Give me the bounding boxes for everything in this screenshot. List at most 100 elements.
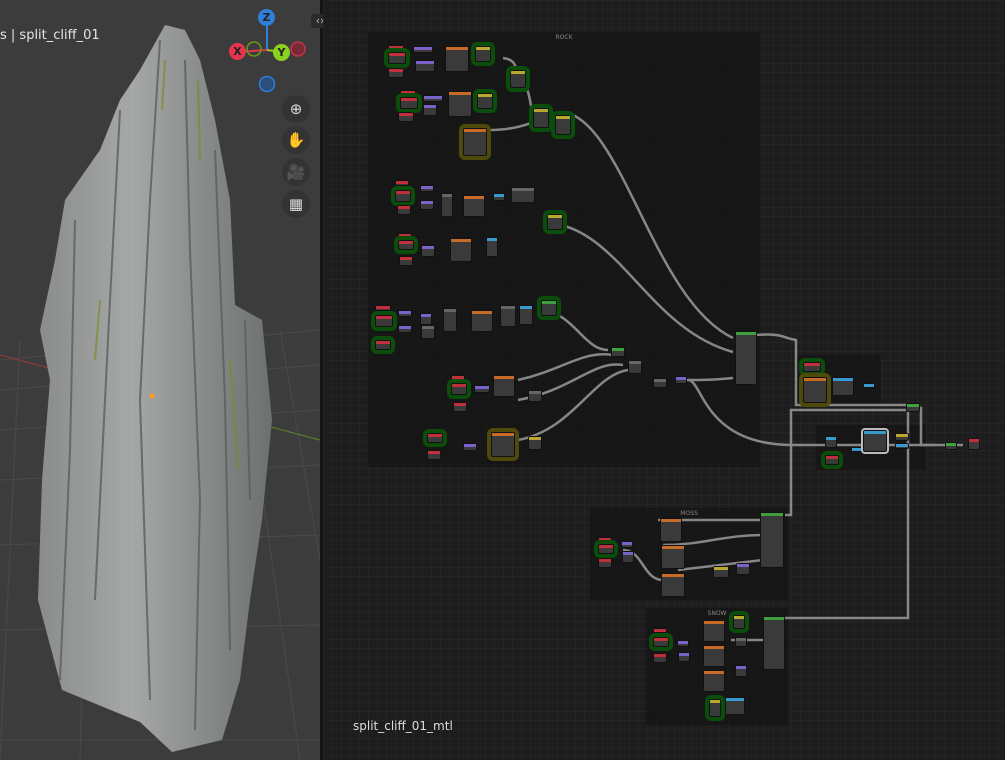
node-header[interactable] [501, 306, 515, 309]
node-header[interactable] [734, 616, 744, 619]
shader-node[interactable] [388, 45, 404, 51]
node-header[interactable] [464, 444, 476, 447]
shader-node[interactable] [705, 695, 725, 721]
node-header[interactable] [612, 348, 624, 351]
shader-node[interactable] [423, 429, 447, 447]
node-header[interactable] [511, 71, 525, 74]
shader-node[interactable] [622, 551, 634, 563]
shader-node[interactable] [445, 46, 469, 72]
shader-node[interactable] [394, 236, 418, 254]
shader-node[interactable] [725, 697, 745, 715]
node-header[interactable] [704, 621, 724, 624]
shader-node[interactable] [471, 42, 495, 66]
shader-node[interactable] [598, 558, 612, 568]
node-header[interactable] [679, 653, 689, 656]
shader-node[interactable] [388, 68, 404, 78]
shader-node[interactable] [375, 305, 391, 311]
node-header[interactable] [629, 361, 641, 364]
node-header[interactable] [389, 69, 403, 72]
shader-node[interactable] [474, 385, 490, 393]
node-header[interactable] [542, 301, 556, 304]
node-header[interactable] [449, 92, 471, 95]
grid-ortho-icon[interactable]: ▦ [282, 190, 310, 218]
node-header[interactable] [764, 617, 784, 620]
node-header[interactable] [661, 519, 681, 522]
node-header[interactable] [492, 433, 514, 436]
node-header[interactable] [428, 451, 440, 454]
node-header[interactable] [736, 666, 746, 669]
shader-node[interactable] [945, 442, 957, 450]
shader-node[interactable] [653, 378, 667, 388]
shader-node[interactable] [735, 331, 757, 385]
node-header[interactable] [736, 332, 756, 335]
area-divider[interactable] [320, 0, 323, 760]
shader-node[interactable] [441, 193, 453, 217]
shader-node[interactable] [371, 336, 395, 354]
node-header[interactable] [416, 61, 434, 64]
node-header[interactable] [654, 638, 668, 641]
shader-node[interactable] [463, 443, 477, 451]
camera-icon[interactable]: 🎥 [282, 158, 310, 186]
node-header[interactable] [389, 46, 403, 49]
node-header[interactable] [714, 567, 728, 570]
shader-node[interactable] [453, 402, 467, 412]
node-header[interactable] [421, 186, 433, 189]
node-header[interactable] [399, 311, 411, 314]
shader-node[interactable] [703, 670, 725, 692]
node-header[interactable] [376, 341, 390, 344]
node-header[interactable] [475, 386, 489, 389]
node-header[interactable] [946, 443, 956, 446]
shader-node[interactable] [450, 238, 472, 262]
shader-node[interactable] [621, 541, 633, 548]
node-header[interactable] [704, 646, 724, 649]
node-header[interactable] [476, 47, 490, 50]
shader-node[interactable] [529, 104, 553, 132]
shader-node[interactable] [420, 185, 434, 192]
shader-node[interactable] [486, 237, 498, 257]
shader-node[interactable] [763, 616, 785, 670]
node-header[interactable] [622, 542, 632, 545]
shader-node[interactable] [448, 91, 472, 117]
shader-node[interactable] [598, 537, 612, 542]
node-header[interactable] [512, 188, 534, 191]
node-header[interactable] [599, 559, 611, 562]
node-header[interactable] [400, 257, 412, 260]
rock-mesh[interactable] [0, 0, 320, 760]
shader-node[interactable] [628, 360, 642, 374]
shader-node[interactable] [398, 112, 414, 122]
node-header[interactable] [654, 629, 666, 632]
node-header[interactable] [548, 215, 562, 218]
shader-node[interactable] [825, 436, 837, 448]
node-header[interactable] [422, 326, 434, 329]
shader-node[interactable] [677, 640, 689, 647]
shader-node[interactable] [968, 438, 980, 450]
hand-pan-icon[interactable]: ✋ [282, 126, 310, 154]
node-header[interactable] [494, 194, 504, 197]
gizmo-z-axis[interactable]: Z [258, 9, 275, 26]
shader-node[interactable] [413, 46, 433, 53]
node-header[interactable] [864, 431, 886, 434]
shader-node[interactable] [543, 210, 567, 234]
node-header[interactable] [534, 109, 548, 112]
shader-node-editor[interactable]: ROCK MOSS SNOW split_cliff_01_mtl [323, 0, 1005, 760]
node-header[interactable] [464, 129, 486, 132]
zoom-icon[interactable]: ⊕ [282, 95, 310, 123]
node-header[interactable] [969, 439, 979, 442]
shader-node[interactable] [459, 124, 491, 160]
shader-node[interactable] [594, 540, 618, 558]
node-header[interactable] [623, 552, 633, 555]
shader-node[interactable] [703, 620, 725, 642]
node-header[interactable] [398, 206, 410, 209]
node-header[interactable] [472, 311, 492, 314]
node-header[interactable] [826, 456, 838, 459]
node-header[interactable] [414, 47, 432, 50]
node-header[interactable] [399, 326, 411, 329]
node-header[interactable] [487, 238, 497, 241]
node-header[interactable] [852, 448, 862, 451]
shader-node[interactable] [660, 518, 682, 542]
shader-node[interactable] [729, 611, 749, 633]
shader-node[interactable] [703, 645, 725, 667]
shader-node[interactable] [487, 428, 519, 461]
shader-node[interactable] [537, 296, 561, 320]
shader-node[interactable] [420, 200, 434, 210]
